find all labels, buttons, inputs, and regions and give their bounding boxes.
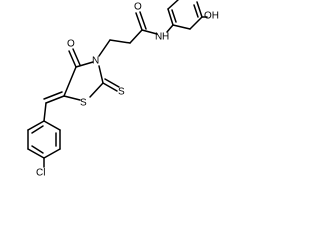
bond-hp-3 xyxy=(172,24,191,30)
bond-co-o-double xyxy=(139,11,147,30)
hydroxyphenyl-ring xyxy=(166,0,208,33)
ring-carbonyl xyxy=(68,48,81,68)
bond-c4-n3 xyxy=(75,61,94,68)
bond-ar-4 xyxy=(27,148,45,159)
atom-label-thione-sulfur: S xyxy=(118,87,125,98)
bond-ch2-co xyxy=(129,29,143,44)
bond-c5-ch xyxy=(45,95,65,104)
thione-group xyxy=(102,78,120,92)
chlorophenyl-ring xyxy=(27,102,61,168)
bond-ar-3 xyxy=(43,148,61,159)
bond-co-o xyxy=(135,12,143,31)
bond-ch-ar xyxy=(43,102,47,122)
atom-label-ring-nitrogen: N xyxy=(92,56,99,67)
bond-n-ar xyxy=(166,24,174,33)
propanamide-chain xyxy=(98,11,158,57)
bond-n3-c2 xyxy=(98,65,104,84)
structure-drawing: O N S S O N H OH Cl xyxy=(27,0,219,179)
exocyclic-double-bond xyxy=(43,91,65,104)
bond-hp-5 xyxy=(196,1,203,18)
bond-hp-inner-1 xyxy=(171,9,177,23)
bond-ar-inner-3 xyxy=(31,125,44,134)
bond-c5-c4 xyxy=(63,66,77,97)
atom-label-amide-hydrogen: H xyxy=(162,32,169,43)
atom-label-chlorine: Cl xyxy=(36,168,45,179)
bond-co-n xyxy=(141,29,158,35)
bond-c5-ch-double xyxy=(43,91,63,100)
atom-label-hydroxyl: OH xyxy=(204,11,219,22)
atom-label-ring-oxygen: O xyxy=(67,39,75,50)
bond-c2-s1 xyxy=(89,82,104,98)
bond-ar-1 xyxy=(43,120,61,131)
molecule-structure: O N S S O N H OH Cl xyxy=(27,0,219,179)
bond-ch2-ch2 xyxy=(109,39,131,44)
bond-hp-4 xyxy=(189,16,203,30)
atom-label-amide-nitrogen: N xyxy=(155,32,162,43)
bond-c4-o-double xyxy=(72,48,81,66)
bond-s1-c5 xyxy=(63,95,81,101)
bond-c2-s xyxy=(102,82,118,92)
bond-ar-inner-2 xyxy=(31,145,44,154)
atom-label-amide-oxygen: O xyxy=(134,2,142,13)
bond-c4-o xyxy=(68,50,77,68)
bond-hp-2 xyxy=(167,0,179,10)
bond-n3-ch2 xyxy=(98,39,111,57)
bond-c2-s-double xyxy=(104,78,120,88)
bond-hp-1 xyxy=(167,8,174,26)
thiazolidinone-ring xyxy=(63,61,104,101)
bond-hp-inner-2 xyxy=(193,4,199,18)
bond-ar-6 xyxy=(27,120,45,131)
atom-label-ring-sulfur: S xyxy=(80,98,87,109)
